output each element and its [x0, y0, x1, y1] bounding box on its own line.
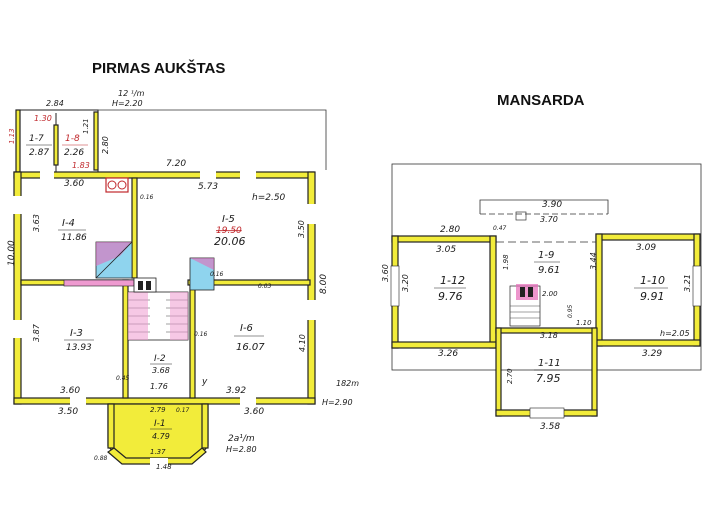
- note-attic-height: h=2.05: [660, 329, 690, 338]
- dim-w-360-b: 3.60: [60, 386, 80, 396]
- dim-d-088: 0.88: [94, 455, 108, 462]
- dim-attic-w-370: 3.70: [540, 215, 558, 224]
- room-id-1-10: 1-10: [640, 274, 665, 287]
- room-area-1-9: 9.61: [538, 265, 560, 276]
- dim-w-176: 1.76: [150, 382, 168, 391]
- dim-d-016-b: 0.16: [194, 331, 208, 338]
- room-id-i-6: I-6: [240, 323, 253, 334]
- dim-attic-w-329: 3.29: [642, 349, 662, 359]
- dim-attic-w-326: 3.26: [438, 349, 458, 359]
- dim-attic-d-047: 0.47: [493, 225, 507, 232]
- dim-side-121: 1.21: [82, 118, 90, 134]
- note-height-bottom: H=2.80: [226, 445, 257, 454]
- wall-inner-v1: [131, 177, 138, 279]
- dim-attic-h-360: 3.60: [381, 264, 390, 282]
- dim-attic-d-200: 2.00: [542, 290, 558, 298]
- room-area-i-5-struck: 19.50: [216, 226, 242, 236]
- room-id-i-2: I-2: [154, 354, 166, 364]
- room-area-i-1: 4.79: [152, 432, 170, 441]
- dim-side-280: 2.80: [101, 136, 110, 154]
- dim-attic-w-390: 3.90: [542, 200, 562, 210]
- room-id-i-1: I-1: [154, 419, 166, 429]
- dim-attic-h-344: 3.44: [589, 252, 598, 270]
- room-area-i-4: 11.86: [61, 233, 87, 243]
- chimney-icon: [105, 177, 129, 193]
- dim-d-003: 0.03: [258, 283, 272, 290]
- room-id-i-3: I-3: [70, 328, 83, 339]
- note-area-right: 182m: [336, 379, 359, 388]
- note-area-top: 12 ¹/m: [118, 89, 145, 98]
- dim-attic-h-320: 3.20: [401, 274, 410, 292]
- note-mark-y: y: [201, 377, 208, 387]
- dim-h-363: 3.63: [32, 214, 41, 232]
- dim-h-387: 3.87: [32, 323, 41, 342]
- note-height-main: h=2.50: [252, 193, 286, 203]
- room-area-i-6: 16.07: [236, 342, 265, 353]
- dim-w-137: 1.37: [150, 448, 166, 456]
- room-id-1-9: 1-9: [538, 250, 554, 261]
- dim-attic-h-321: 3.21: [683, 274, 692, 292]
- dim-h-410: 4.10: [298, 334, 307, 352]
- room-id-i-5: I-5: [222, 214, 235, 225]
- dim-side-113: 1.13: [8, 128, 16, 144]
- wall-inner-h2: [187, 279, 311, 286]
- dim-w-279: 2.79: [150, 406, 166, 414]
- wall-top: [13, 171, 315, 179]
- room-id-1-12: 1-12: [440, 274, 465, 287]
- dim-w-017: 0.17: [176, 407, 190, 414]
- dim-h-350: 3.50: [297, 220, 306, 238]
- room-area-1-10: 9.91: [640, 290, 665, 303]
- ground-floor-plan: 1-7 2.87 1-8 2.26 I-4 11.86 I-5 19.50 20…: [7, 89, 359, 471]
- room-area-1-7: 2.87: [29, 148, 49, 158]
- dim-d-016-c: 0.16: [210, 271, 224, 278]
- dim-attic-d-095: 0.95: [567, 304, 574, 318]
- dim-attic-h-198: 1.98: [502, 254, 510, 270]
- ground-floor-title: PIRMAS AUKŠTAS: [92, 59, 225, 77]
- room-id-i-4: I-4: [62, 218, 75, 229]
- dim-attic-w-358: 3.58: [540, 422, 560, 432]
- attic-wall-left-top: [391, 235, 497, 243]
- dim-top-284: 2.84: [46, 99, 64, 108]
- dim-w-360-c: 3.60: [244, 407, 264, 417]
- room-area-i-3: 13.93: [66, 343, 92, 353]
- room-area-i-5: 20.06: [214, 235, 246, 248]
- dim-w-720: 7.20: [166, 159, 186, 169]
- dim-attic-w-318: 3.18: [540, 331, 558, 340]
- room-area-i-2: 3.68: [152, 366, 170, 375]
- wall-inner-v3: [189, 284, 196, 399]
- room-area-1-8: 2.26: [64, 148, 84, 158]
- dim-d-016-a: 0.16: [140, 194, 154, 201]
- room-id-1-11: 1-11: [538, 358, 561, 369]
- room-id-1-7: 1-7: [29, 134, 44, 144]
- dim-attic-d-110: 1.10: [576, 319, 592, 327]
- room-area-1-11: 7.95: [536, 372, 561, 385]
- dim-attic-w-280: 2.80: [440, 225, 460, 235]
- note-height-right: H=2.90: [322, 398, 353, 407]
- dim-side-183: 1.83: [72, 161, 90, 170]
- wall-bottom: [13, 397, 316, 405]
- dim-h-1000: 10.00: [7, 240, 17, 266]
- annex-outline: [98, 109, 327, 170]
- room-id-1-8: 1-8: [65, 134, 80, 144]
- note-height-top: H=2.20: [112, 99, 143, 108]
- note-area-bottom: 2a¹/m: [228, 434, 255, 444]
- room-area-1-12: 9.76: [438, 290, 463, 303]
- dim-w-350: 3.50: [58, 407, 78, 417]
- attic-title: MANSARDA: [497, 92, 585, 109]
- dim-w-573: 5.73: [198, 182, 218, 192]
- dim-d-045: 0.45: [116, 375, 130, 382]
- dim-w-148: 1.48: [156, 463, 172, 471]
- dim-h-800: 8.00: [319, 274, 329, 294]
- attic-plan: 1-9 9.61 1-12 9.76 1-10 9.91 1-11 7.95 3…: [381, 163, 702, 432]
- dim-w-360-a: 3.60: [64, 179, 84, 189]
- dim-attic-w-305: 3.05: [436, 245, 456, 255]
- dim-top-130: 1.30: [34, 114, 52, 123]
- dim-attic-w-309: 3.09: [636, 243, 656, 253]
- dim-w-392: 3.92: [226, 386, 246, 396]
- dim-attic-h-270: 2.70: [506, 368, 514, 384]
